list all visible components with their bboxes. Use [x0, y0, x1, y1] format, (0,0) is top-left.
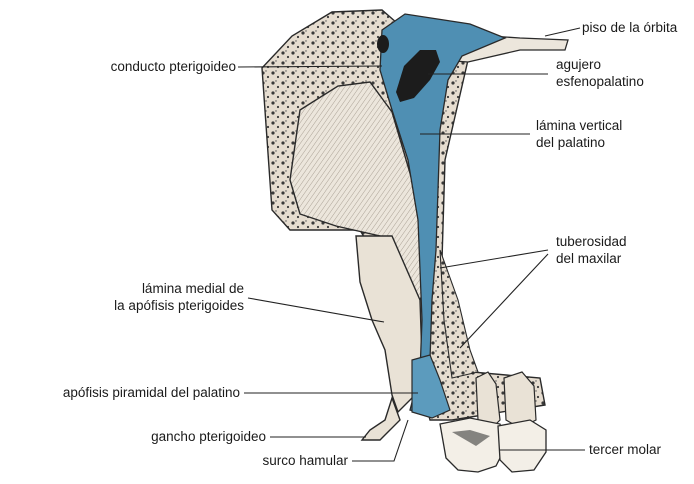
hamulus — [362, 398, 400, 440]
label-line-2: del palatino — [536, 134, 622, 151]
label-conducto-pterigoideo: conducto pterigoideo — [50, 58, 236, 75]
leader-piso — [545, 28, 580, 36]
label-tuberosidad-maxilar: tuberosidad del maxilar — [556, 233, 627, 267]
label-line-1: lámina vertical — [536, 117, 622, 134]
label-text: gancho pterigoideo — [151, 429, 266, 444]
label-line-2: esfenopalatino — [556, 73, 644, 90]
label-surco-hamular: surco hamular — [200, 452, 348, 469]
label-text: surco hamular — [262, 453, 348, 468]
label-lamina-vertical: lámina vertical del palatino — [536, 117, 622, 151]
label-line-1: agujero — [556, 56, 644, 73]
label-line-2: la apófisis pterigoides — [60, 297, 244, 314]
leader-tuberosidad-b — [460, 254, 548, 348]
label-gancho-pterigoideo: gancho pterigoideo — [100, 428, 266, 445]
label-tercer-molar: tercer molar — [589, 441, 661, 458]
label-text: apófisis piramidal del palatino — [63, 385, 240, 400]
label-line-1: tuberosidad — [556, 233, 627, 250]
label-text: tercer molar — [589, 442, 661, 457]
label-apofisis-piramidal: apófisis piramidal del palatino — [10, 384, 240, 401]
label-line-2: del maxilar — [556, 250, 627, 267]
label-agujero-esfenopalatino: agujero esfenopalatino — [556, 56, 644, 90]
label-text: piso de la órbita — [582, 20, 677, 35]
label-text: conducto pterigoideo — [111, 59, 236, 74]
leader-tuberosidad-a — [440, 250, 548, 268]
label-piso-orbita: piso de la órbita — [582, 19, 677, 36]
leader-lamina-medial — [248, 298, 384, 322]
pterygoid-canal-opening — [377, 35, 389, 53]
label-lamina-medial: lámina medial de la apófisis pterigoides — [60, 280, 244, 314]
label-line-1: lámina medial de — [60, 280, 244, 297]
